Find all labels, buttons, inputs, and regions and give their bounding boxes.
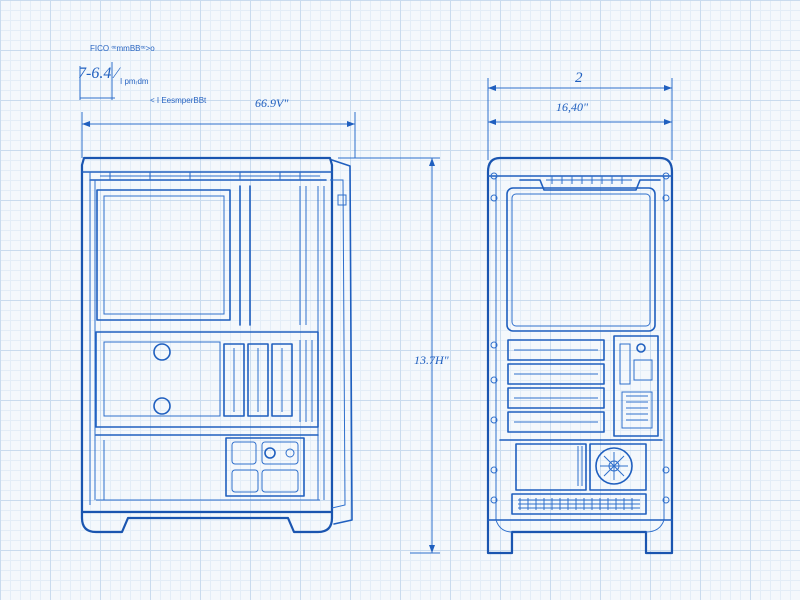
side-psu-bay [225, 437, 305, 497]
front-fan-housing [589, 443, 647, 491]
expansion-slots [507, 339, 605, 433]
scale-note: 7-6.4 ⁄ [78, 65, 121, 82]
front-dimensions: 2 16,40" [487, 70, 673, 160]
front-window [506, 187, 656, 332]
side-width-dimension [81, 112, 356, 158]
side-mid-compartment [95, 331, 319, 428]
side-base [80, 512, 334, 534]
side-mount-circle-bottom [153, 397, 171, 415]
front-psu-block [515, 443, 587, 491]
front-width-label: 16,40" [556, 100, 589, 114]
side-door-panel [331, 159, 353, 525]
height-dimension: 13.7H" [338, 157, 450, 554]
header-notes: FICO ꟹmmBBꟹ>o 7-6.4 ⁄ ⅼ pmᵣdm < ⅼ Eesmpe… [78, 44, 289, 110]
side-width-label: 66.9V" [255, 96, 289, 110]
front-shell [486, 156, 674, 555]
side-window [96, 189, 231, 321]
height-label: 13.7H" [414, 353, 450, 367]
side-shell [80, 156, 334, 514]
front-view [486, 156, 674, 555]
front-fan-icon [595, 447, 633, 485]
title-note: FICO ꟹmmBBꟹ>o [90, 44, 155, 53]
side-mount-circle-top [153, 343, 171, 361]
ref-note: < ⅼ EesmperBBt [150, 96, 207, 105]
side-view [80, 156, 353, 534]
front-index-label: 2 [575, 70, 583, 86]
front-top-vent [519, 179, 661, 191]
front-bottom-grille [511, 493, 647, 515]
scale-sub: ⅼ pmᵣdm [120, 77, 149, 86]
io-cluster [613, 335, 659, 437]
